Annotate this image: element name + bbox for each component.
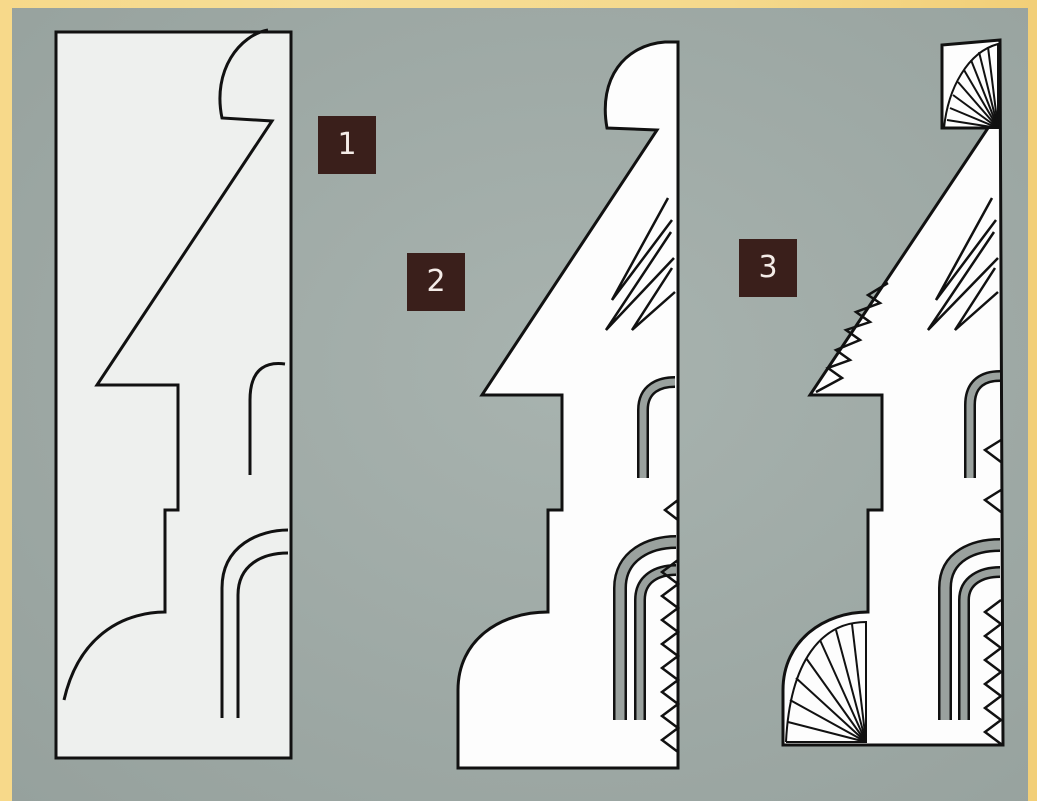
- ornament-steps-figure: 1 2 3: [12, 8, 1028, 801]
- panel-1: [56, 30, 291, 758]
- step-label-1: 1: [318, 116, 376, 174]
- ornament-drawing: [12, 8, 1028, 801]
- panel-3: [783, 40, 1003, 745]
- panel-2: [458, 42, 678, 768]
- step-label-2: 2: [407, 253, 465, 311]
- paper-strip: [56, 32, 291, 758]
- step-label-3: 3: [739, 239, 797, 297]
